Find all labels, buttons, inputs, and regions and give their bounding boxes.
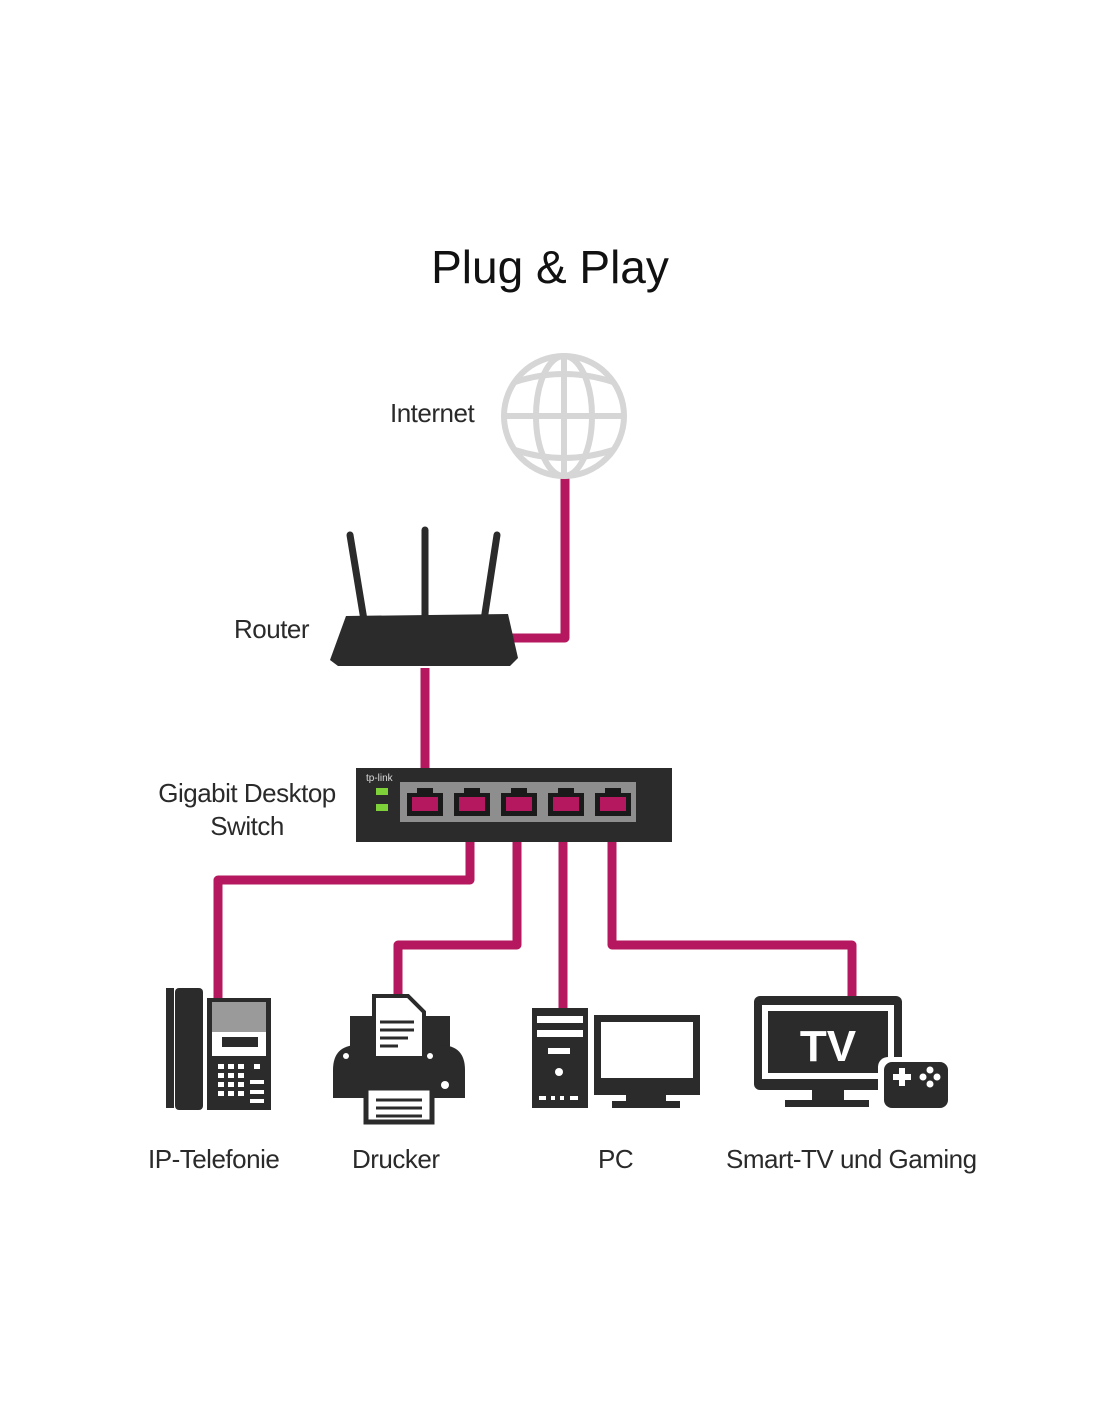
switch-label-line2: Switch xyxy=(210,811,284,841)
cable-switch-phone xyxy=(213,805,475,1000)
switch-port-1 xyxy=(407,788,443,816)
cables xyxy=(213,478,857,1012)
device-label-printer: Drucker xyxy=(352,1144,440,1174)
router-icon xyxy=(330,526,518,666)
switch-label: Gigabit Desktop Switch xyxy=(157,778,337,842)
led-icon xyxy=(376,804,388,811)
router-label: Router xyxy=(234,614,310,644)
switch-port-4 xyxy=(548,788,584,816)
device-label-pc: PC xyxy=(598,1144,634,1174)
ip-phone-icon xyxy=(166,988,271,1110)
tv-gaming-icon: TV xyxy=(754,996,952,1111)
tv-text: TV xyxy=(800,1022,857,1071)
switch-port-5 xyxy=(595,788,631,816)
switch-brand: tp-link xyxy=(366,773,394,784)
printer-icon xyxy=(333,994,465,1125)
diagram-title: Plug & Play xyxy=(431,241,669,293)
switch-label-line1: Gigabit Desktop xyxy=(158,778,336,808)
globe-icon xyxy=(501,353,627,479)
device-label-ip-phone: IP-Telefonie xyxy=(148,1144,280,1174)
cable-switch-tv xyxy=(607,805,857,1000)
device-label-tv-gaming: Smart-TV und Gaming xyxy=(726,1144,977,1174)
switch-icon: tp-link xyxy=(356,768,672,842)
gamepad-icon xyxy=(884,1062,948,1108)
cable-switch-printer xyxy=(393,805,522,1000)
led-icon xyxy=(376,788,388,795)
cable-internet-router xyxy=(510,478,570,643)
switch-port-3 xyxy=(501,788,537,816)
pc-icon xyxy=(532,1008,700,1108)
internet-label: Internet xyxy=(390,398,475,428)
switch-port-2 xyxy=(454,788,490,816)
